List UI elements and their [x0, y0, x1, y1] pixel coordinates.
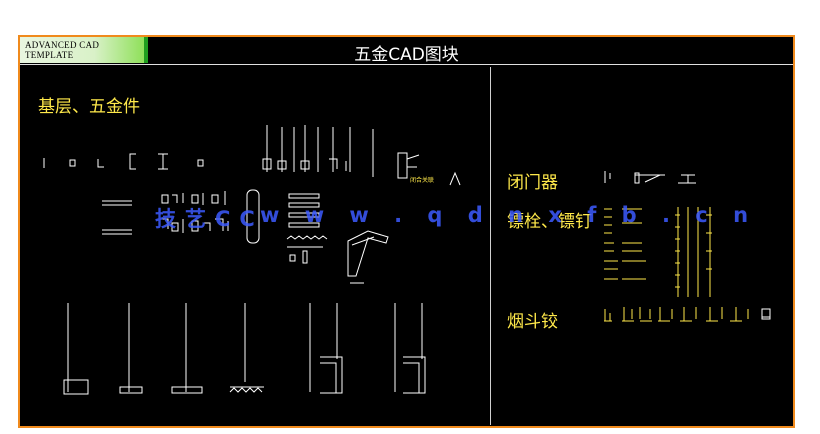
profile-row-bottom [63, 303, 426, 395]
hinge-drawings [604, 307, 771, 322]
footer-logo [732, 424, 797, 434]
section-label-hinge: 烟斗铰 [507, 312, 558, 332]
annotation-text: 闭合关联 [410, 176, 434, 184]
door-closer-drawings [604, 171, 696, 184]
bolt-table-drawings [604, 207, 712, 297]
fitting-row-2 [102, 189, 260, 244]
section-label-bolt: 镖栓、镖钉 [507, 212, 592, 232]
page-title: 五金CAD图块 [354, 45, 459, 65]
template-badge: ADVANCED CAD TEMPLATE [20, 37, 144, 63]
section-label-base: 基层、五金件 [38, 97, 140, 117]
watermark-brand: 技艺CC [155, 207, 264, 231]
annotation-detail: 闭合关联 [397, 152, 461, 186]
drawing-frame: ADVANCED CAD TEMPLATE 五金CAD图块 基层、五金件 闭门器… [18, 35, 795, 428]
template-badge-strip [144, 37, 148, 63]
title-bar: ADVANCED CAD TEMPLATE 五金CAD图块 [20, 37, 793, 65]
angled-bracket [347, 230, 389, 284]
cad-drawing-canvas: 闭合关联 [43, 125, 771, 395]
section-divider [490, 67, 491, 425]
fitting-row-1 [43, 153, 204, 170]
section-label-door-closer: 闭门器 [507, 173, 558, 193]
rod-group-top [262, 125, 374, 177]
watermark-url: w w w . q d n x f b . c n [260, 203, 758, 227]
plate-stack [286, 193, 328, 264]
